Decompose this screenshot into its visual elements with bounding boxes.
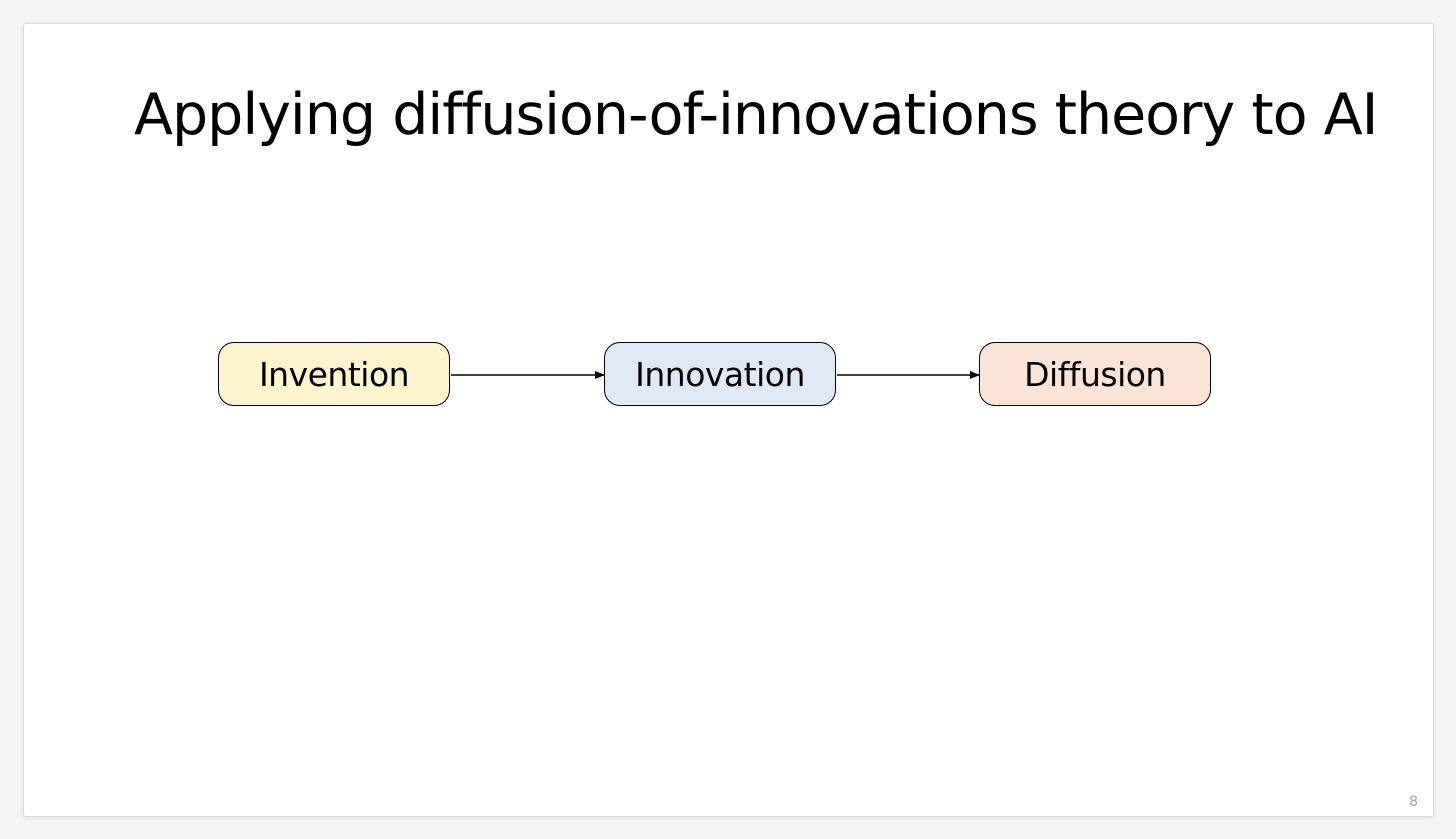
node-innovation: Innovation xyxy=(604,342,836,406)
node-diffusion-label: Diffusion xyxy=(1024,354,1166,394)
slide: Applying diffusion-of-innovations theory… xyxy=(23,23,1434,817)
node-diffusion: Diffusion xyxy=(979,342,1211,406)
page-number: 8 xyxy=(1409,794,1418,810)
node-innovation-label: Innovation xyxy=(635,354,805,394)
slide-title: Applying diffusion-of-innovations theory… xyxy=(134,82,1378,148)
node-invention: Invention xyxy=(218,342,450,406)
node-invention-label: Invention xyxy=(258,354,410,394)
